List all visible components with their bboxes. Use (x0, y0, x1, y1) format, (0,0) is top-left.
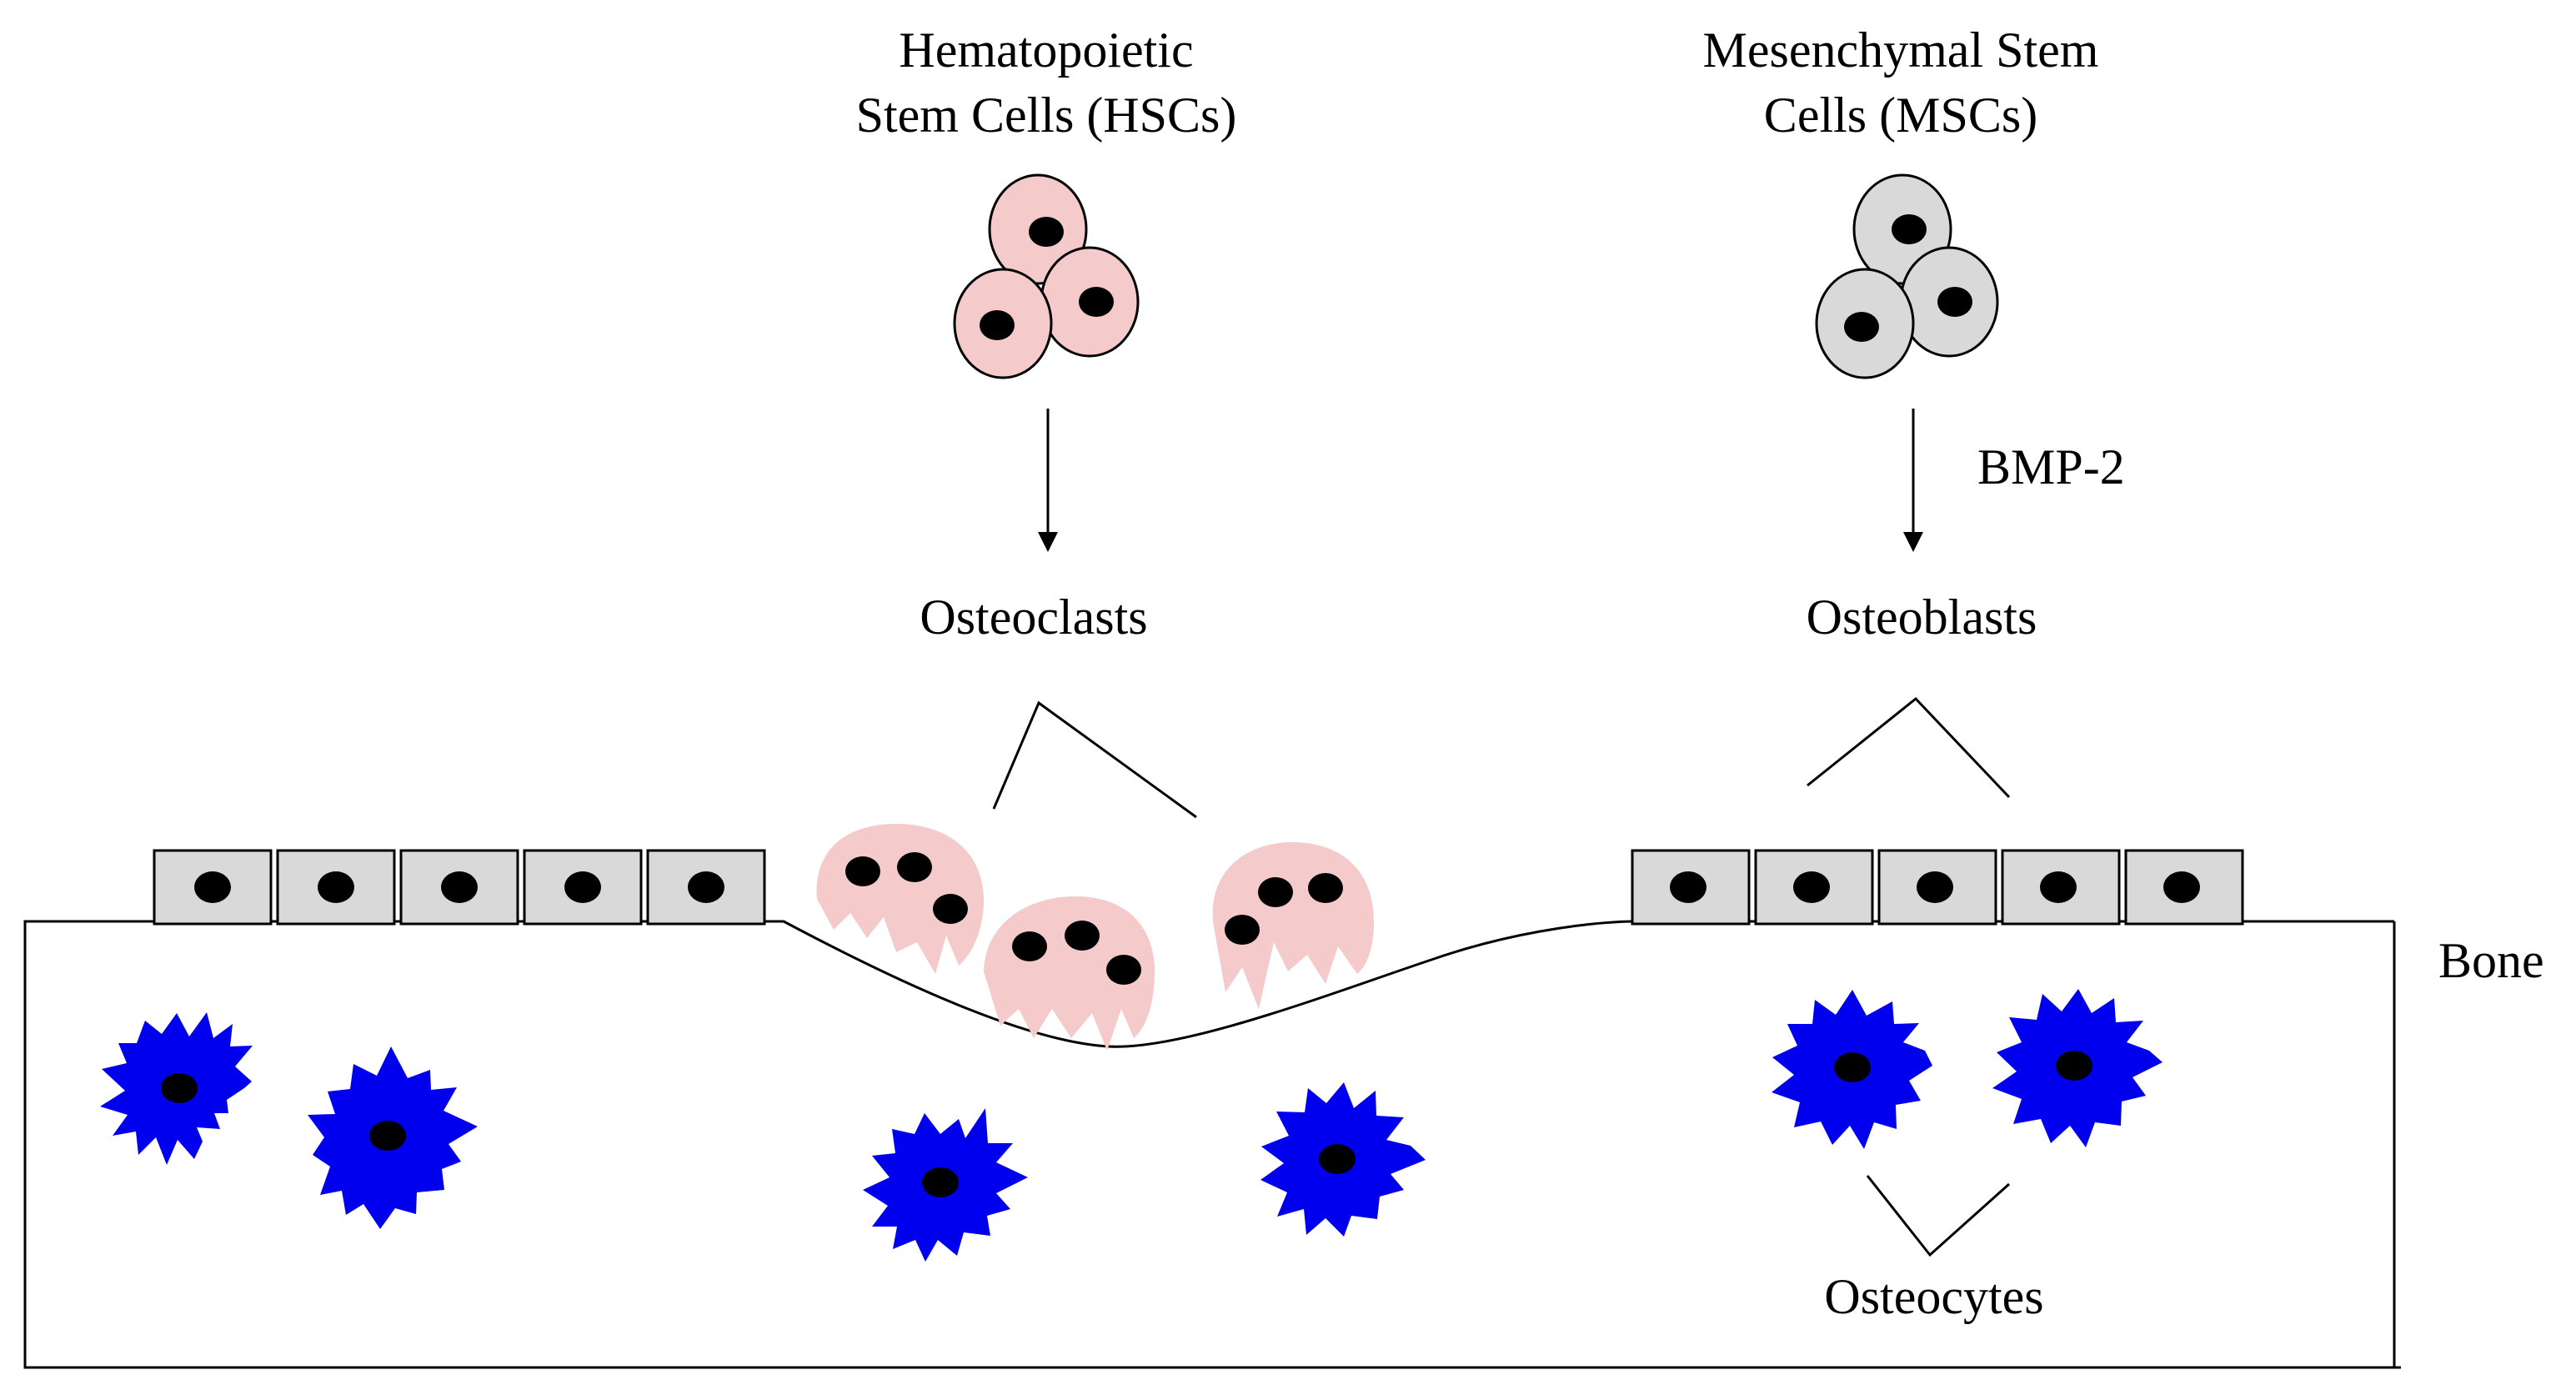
osteoblast-cell (1754, 849, 1874, 926)
osteocyte-cell (100, 1012, 253, 1165)
nucleus (1844, 312, 1879, 342)
osteoblast-cell (153, 849, 273, 926)
nucleus (564, 871, 601, 903)
nucleus (1029, 217, 1064, 247)
osteoblast-cell (2001, 849, 2121, 926)
nucleus (1793, 871, 1830, 903)
nucleus (1079, 287, 1114, 317)
osteoclast-cell (984, 896, 1155, 1051)
nucleus (318, 871, 354, 903)
nucleus (1065, 921, 1100, 951)
osteocytes-label: Osteocytes (1824, 1269, 2043, 1324)
nucleus (2056, 1051, 2092, 1081)
osteoblast-cell (2124, 849, 2244, 926)
nucleus (2163, 871, 2200, 903)
osteoblast-row-right (1631, 849, 2244, 926)
osteoblasts-label: Osteoblasts (1807, 590, 2037, 645)
nucleus (1917, 871, 1953, 903)
nucleus (897, 852, 932, 882)
osteoclasts-label: Osteoclasts (920, 590, 1147, 645)
osteoblast-cell (1631, 849, 1751, 926)
msc-title-line2: Cells (MSCs) (1764, 88, 2037, 143)
nucleus (441, 871, 478, 903)
osteoblast-cell (646, 849, 766, 926)
osteoclast-pointer-lines (992, 700, 1197, 819)
hsc-cell-cluster (953, 173, 1140, 379)
osteoblast-pointer-lines (1807, 696, 2011, 799)
osteoblast-row-left (153, 849, 766, 926)
nucleus (1937, 287, 1972, 317)
nucleus (161, 1073, 198, 1103)
bone-outline (23, 920, 2396, 1369)
nucleus (1892, 214, 1927, 244)
msc-cell (1899, 246, 1999, 358)
msc-cell-cluster (1815, 173, 1999, 379)
hsc-cell (953, 268, 1053, 379)
nucleus (1670, 871, 1706, 903)
nucleus (1308, 873, 1343, 903)
msc-title-line1: Mesenchymal Stem (1703, 23, 2099, 78)
nucleus (1834, 1052, 1871, 1082)
hsc-title-line2: Stem Cells (HSCs) (856, 88, 1237, 143)
osteoclast-cell (816, 824, 985, 974)
nucleus (980, 310, 1015, 340)
bmp2-label: BMP-2 (1977, 439, 2125, 494)
osteocyte-pointer-lines (1866, 1175, 2011, 1257)
nucleus (1258, 877, 1293, 907)
hsc-cell (1040, 246, 1140, 358)
osteocyte-cell (1772, 990, 1932, 1149)
osteoblast-cell (523, 849, 643, 926)
nucleus (933, 894, 968, 924)
nucleus (194, 871, 231, 903)
nucleus (922, 1167, 959, 1197)
nucleus (2040, 871, 2077, 903)
hsc-title-line1: Hematopoietic (899, 23, 1193, 78)
nucleus (1012, 931, 1047, 961)
bone-label: Bone (2438, 933, 2544, 988)
nucleus (369, 1121, 406, 1151)
nucleus (1319, 1144, 1356, 1174)
osteoblast-cell (276, 849, 396, 926)
nucleus (845, 856, 880, 886)
osteocyte-cell (308, 1046, 478, 1229)
osteoblast-cell (1877, 849, 1997, 926)
nucleus (1225, 915, 1260, 945)
nucleus (688, 871, 724, 903)
osteocyte-cell (1260, 1082, 1426, 1237)
osteoclast-cell (1212, 842, 1374, 1009)
osteocyte-cell (1992, 989, 2163, 1147)
msc-cell (1815, 268, 1915, 379)
osteocyte-cell (863, 1108, 1028, 1262)
osteoblast-cell (399, 849, 519, 926)
nucleus (1106, 955, 1141, 985)
